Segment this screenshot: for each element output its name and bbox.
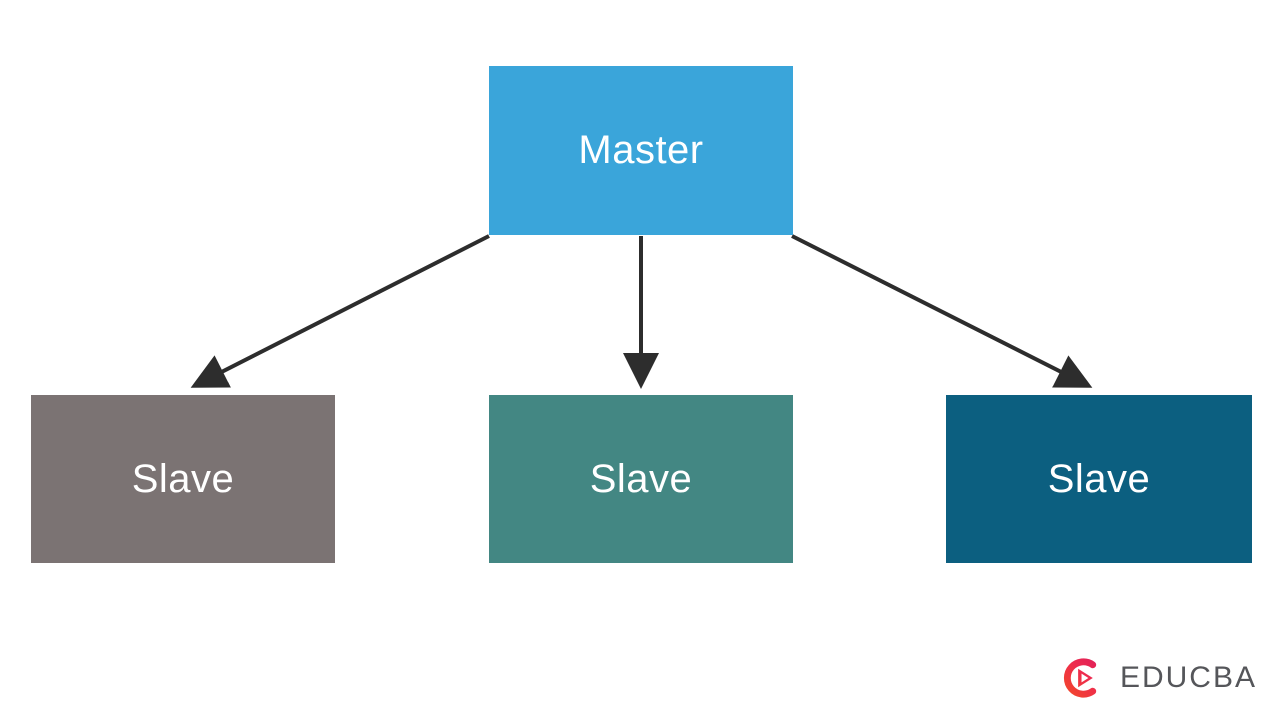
node-slave-1-label: Slave	[131, 456, 235, 501]
educba-logo: EDUCBA	[1060, 654, 1257, 702]
node-slave-3: Slave	[946, 395, 1252, 563]
node-master: Master	[489, 66, 793, 235]
educba-play-icon	[1063, 658, 1097, 698]
node-master-label: Master	[578, 128, 704, 172]
node-slave-3-label: Slave	[1047, 456, 1151, 501]
node-slave-2-label: Slave	[589, 456, 693, 501]
edge-master-slave-1	[190, 234, 490, 388]
educba-logo-text: EDUCBA	[1119, 661, 1257, 694]
edge-master-slave-3	[791, 234, 1093, 388]
node-slave-1: Slave	[31, 395, 335, 563]
node-slave-2: Slave	[489, 395, 793, 563]
